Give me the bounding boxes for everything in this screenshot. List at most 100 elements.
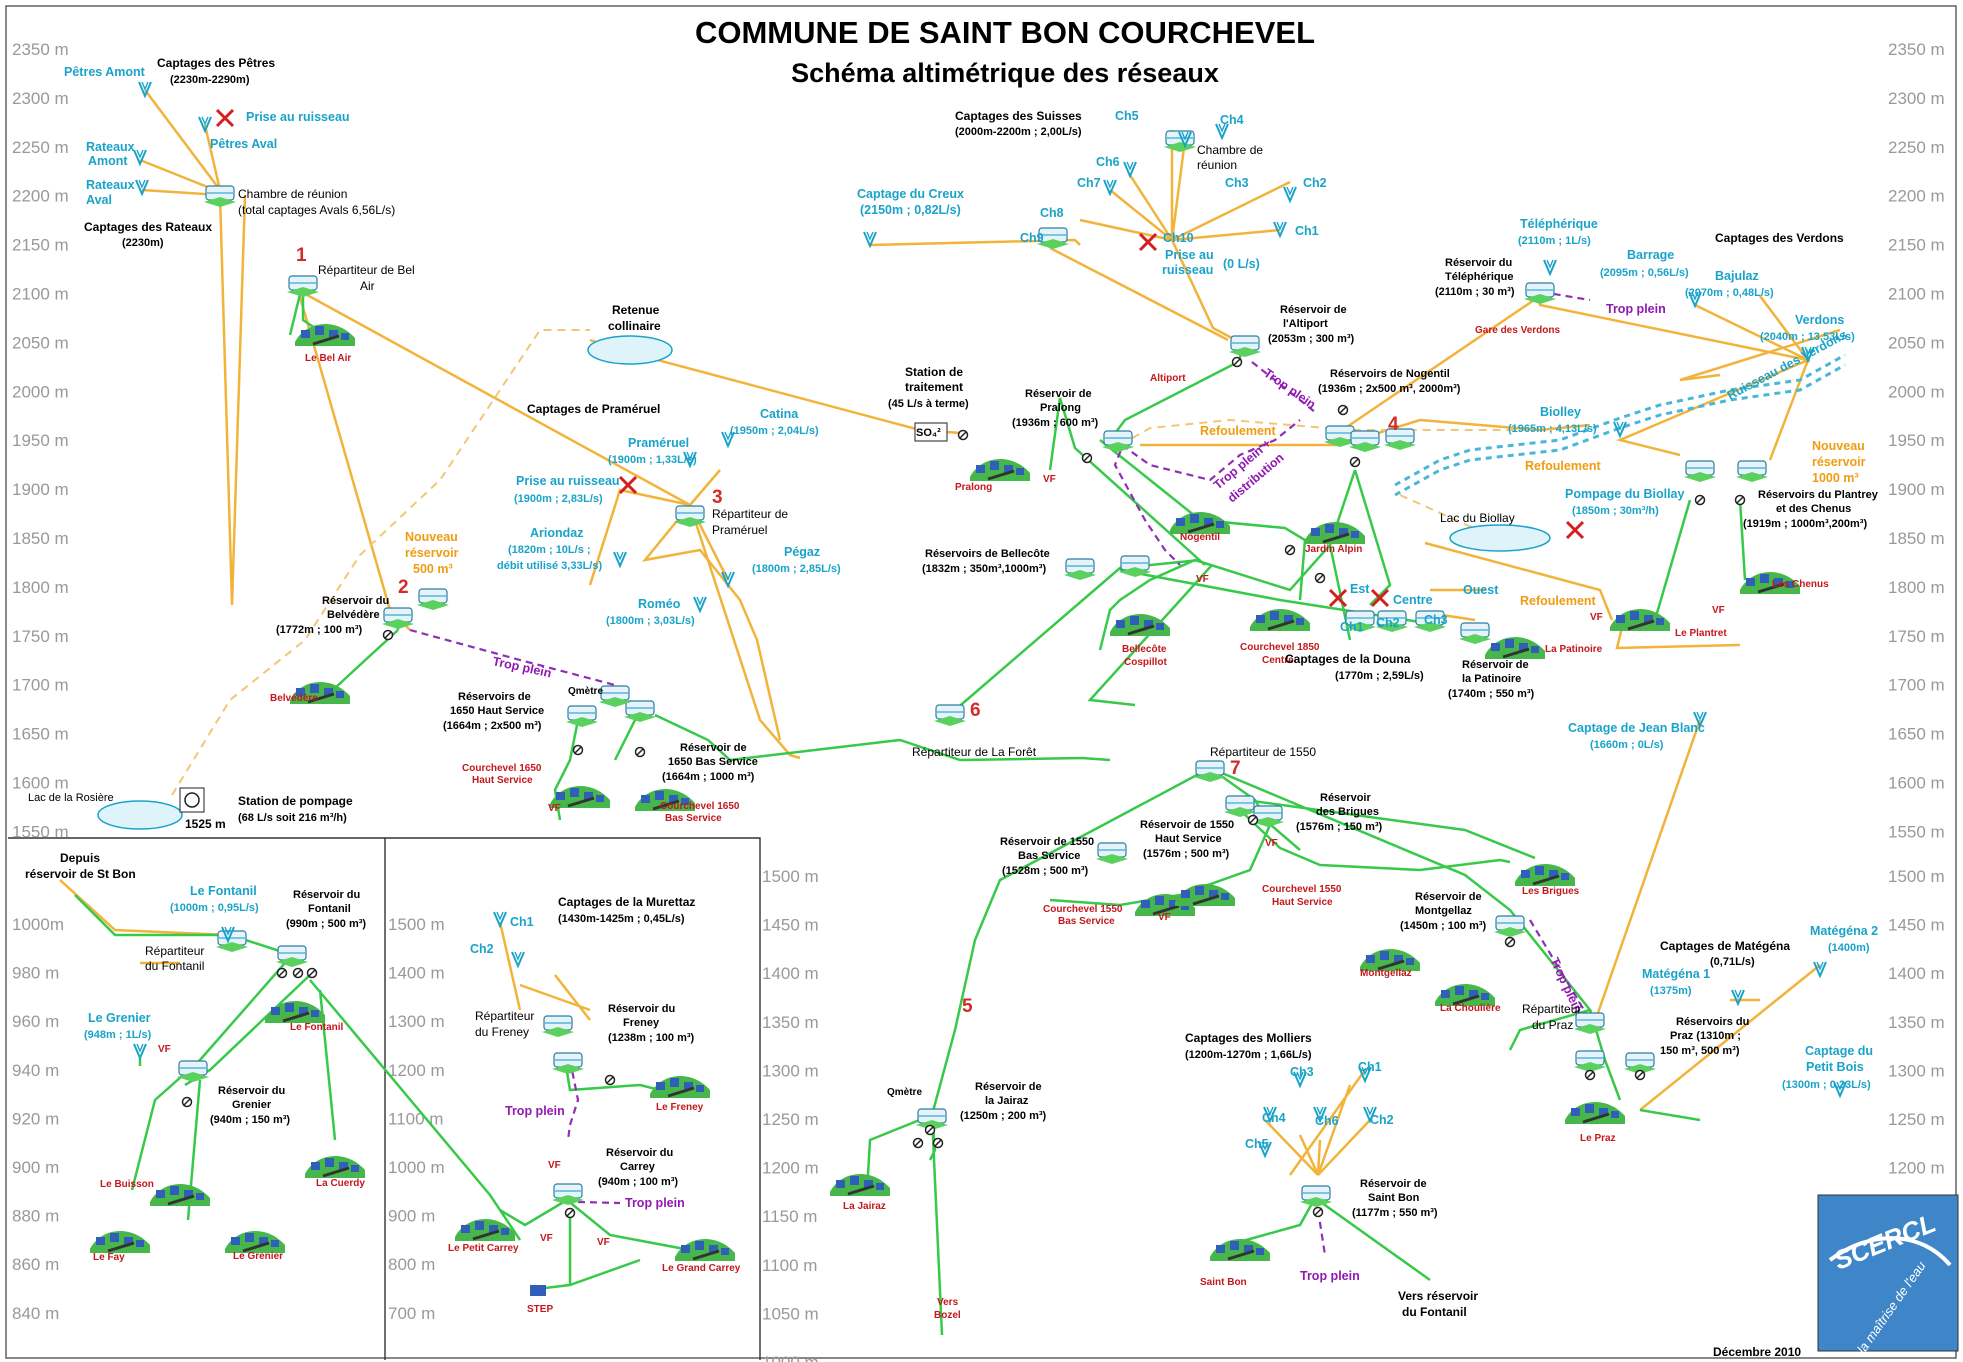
le-grenier-alt: (948m ; 1L/s) (84, 1029, 152, 1041)
capt-suisses-alt: (2000m-2200m ; 2,00L/s) (955, 126, 1082, 138)
res-carrey-3: (940m ; 100 m³) (598, 1176, 678, 1188)
capt-petit-bois-3: (1300m ; 0,23L/s) (1782, 1079, 1871, 1091)
res-patinoire-1: Réservoir de (1462, 659, 1529, 671)
courchevel1850-1: Courchevel 1850 (1240, 642, 1320, 653)
murettaz-ch1: Ch1 (510, 915, 534, 929)
axis-tick-label: 1700 m (1888, 676, 1945, 695)
res-plantrey-3: (1919m ; 1000m³,200m³) (1743, 518, 1867, 530)
freney-village (648, 1074, 712, 1100)
res-1550bs-1: Réservoir de 1550 (1000, 836, 1094, 848)
pompage-station-icon (179, 787, 205, 813)
res-chenus-icon (1735, 460, 1769, 483)
axis-tick-label: 1600 m (1888, 774, 1945, 793)
trop-plein-belvedere: Trop plein (491, 654, 552, 680)
mategena1-alt: (1375m) (1650, 985, 1692, 997)
bajulaz-alt: (2070m ; 0,48L/s) (1685, 287, 1774, 299)
nouveau-res-2: réservoir (1812, 455, 1866, 469)
res-bellecote-2: (1832m ; 350m³,1000m³) (922, 563, 1046, 575)
orange-gravity-pipes (59, 89, 1841, 1176)
axis-tick-label: 1200 m (1888, 1159, 1945, 1178)
res-jairaz-3: (1250m ; 200 m³) (960, 1110, 1047, 1122)
nouveau-res-3: 1000 m³ (1812, 471, 1859, 485)
le-grand-carrey: Le Grand Carrey (662, 1263, 741, 1274)
res-pralong-2: Pralong (1040, 402, 1081, 414)
res-altiport-icon (1228, 335, 1262, 358)
axis-tick-label: 1200 m (388, 1061, 445, 1080)
axis-tick-label: 880 m (12, 1207, 59, 1226)
res-plantrey-1: Réservoirs du Plantrey (1758, 489, 1879, 501)
capt-rateaux: Captages des Rateaux (84, 220, 212, 234)
prise-ruisseau3-alt: (1900m ; 2,83L/s) (514, 493, 603, 505)
repart-fontanil-2: du Fontanil (145, 959, 204, 973)
le-fontanil-village-label: Le Fontanil (290, 1022, 344, 1033)
lac-rosiere-lake (97, 800, 183, 830)
res-plantrey-2: et des Chenus (1776, 503, 1851, 515)
fontanil-village (263, 999, 327, 1025)
axis-tick-label: 1450 m (1888, 916, 1945, 935)
molliers-ch2: Ch2 (1370, 1113, 1394, 1127)
station-pompage: Station de pompage (238, 794, 353, 808)
c1650hs-1: Courchevel 1650 (462, 763, 542, 774)
res-carrey-2: Carrey (620, 1161, 656, 1173)
res-1650hs-icon (565, 705, 599, 728)
vers-bozel-2: Bozel (934, 1310, 961, 1321)
petres-amont: Pêtres Amont (64, 65, 146, 79)
trop-plein-freney: Trop plein (505, 1104, 565, 1118)
prameruel: Praméruel (628, 436, 689, 450)
axis-tick-label: 1350 m (762, 1013, 819, 1032)
res-pralong-3: (1936m ; 600 m³) (1012, 417, 1099, 429)
douna-centre: Centre (1393, 593, 1433, 607)
res-jairaz-1: Réservoir de (975, 1081, 1042, 1093)
vf-brigues: VF (1265, 838, 1278, 849)
res-1550hs-icon (1223, 795, 1257, 818)
axis-tick-label: 1500 m (388, 915, 445, 934)
prise-ruisseau2-2: ruisseau (1162, 263, 1213, 277)
axis-tick-label: 1400 m (388, 964, 445, 983)
prise-ruisseau: Prise au ruisseau (246, 110, 350, 124)
pegaz-alt: (1800m ; 2,85L/s) (752, 563, 841, 575)
axis-tick-label: 2350 m (12, 40, 69, 59)
axis-tick-label: 920 m (12, 1109, 59, 1128)
c1550hs-2: Haut Service (1272, 897, 1333, 908)
repart-praz-1: Répartiteur (1522, 1002, 1581, 1016)
res-patinoire-3: (1740m ; 550 m³) (1448, 688, 1535, 700)
vf-1650: VF (548, 803, 561, 814)
biolley-alt: (1965m ; 4,13L/s) (1508, 423, 1597, 435)
res-brigues-1: Réservoir (1320, 792, 1371, 804)
la-patinoire: La Patinoire (1545, 644, 1603, 655)
ch8: Ch8 (1040, 206, 1064, 220)
chambre-reunion-icon (203, 185, 237, 208)
axis-tick-label: 1550 m (1888, 822, 1945, 841)
axis-tick-label: 2150 m (1888, 236, 1945, 255)
res-freney-3: (1238m ; 100 m³) (608, 1032, 695, 1044)
res-1550hs-2: Haut Service (1155, 833, 1222, 845)
bellecote-village (1108, 612, 1172, 638)
node-number-1: 1 (296, 245, 307, 266)
res-altiport-3: (2053m ; 300 m³) (1268, 333, 1355, 345)
axis-tick-label: 1550 m (12, 822, 69, 841)
node-number-7: 7 (1230, 758, 1241, 779)
axis-tick-label: 1800 m (12, 578, 69, 597)
le-fontanil: Le Fontanil (190, 884, 257, 898)
res-telepherique-2: Téléphérique (1445, 271, 1513, 283)
vf-carrey-3: VF (597, 1237, 610, 1248)
axis-tick-label: 2000 m (12, 382, 69, 401)
pompage-biollay: Pompage du Biollay (1565, 487, 1685, 501)
res-1650hs-2: 1650 Haut Service (450, 705, 544, 717)
alt-1525: 1525 m (185, 817, 226, 831)
axis-tick-label: 1400 m (762, 964, 819, 983)
res-freney-icon (551, 1052, 585, 1075)
axis-tick-label: 1000m (12, 915, 64, 934)
capt-molliers-2: (1200m-1270m ; 1,66L/s) (1185, 1049, 1312, 1061)
axis-tick-label: 1350 m (1888, 1013, 1945, 1032)
barrage-alt: (2095m ; 0,56L/s) (1600, 267, 1689, 279)
axis-tick-label: 2150 m (12, 236, 69, 255)
res-1650hs-1: Réservoirs de (458, 691, 531, 703)
telepherique-alt: (2110m ; 1L/s) (1518, 235, 1591, 247)
axis-tick-label: 2100 m (12, 285, 69, 304)
lac-rosiere: Lac de la Rosière (28, 792, 114, 804)
